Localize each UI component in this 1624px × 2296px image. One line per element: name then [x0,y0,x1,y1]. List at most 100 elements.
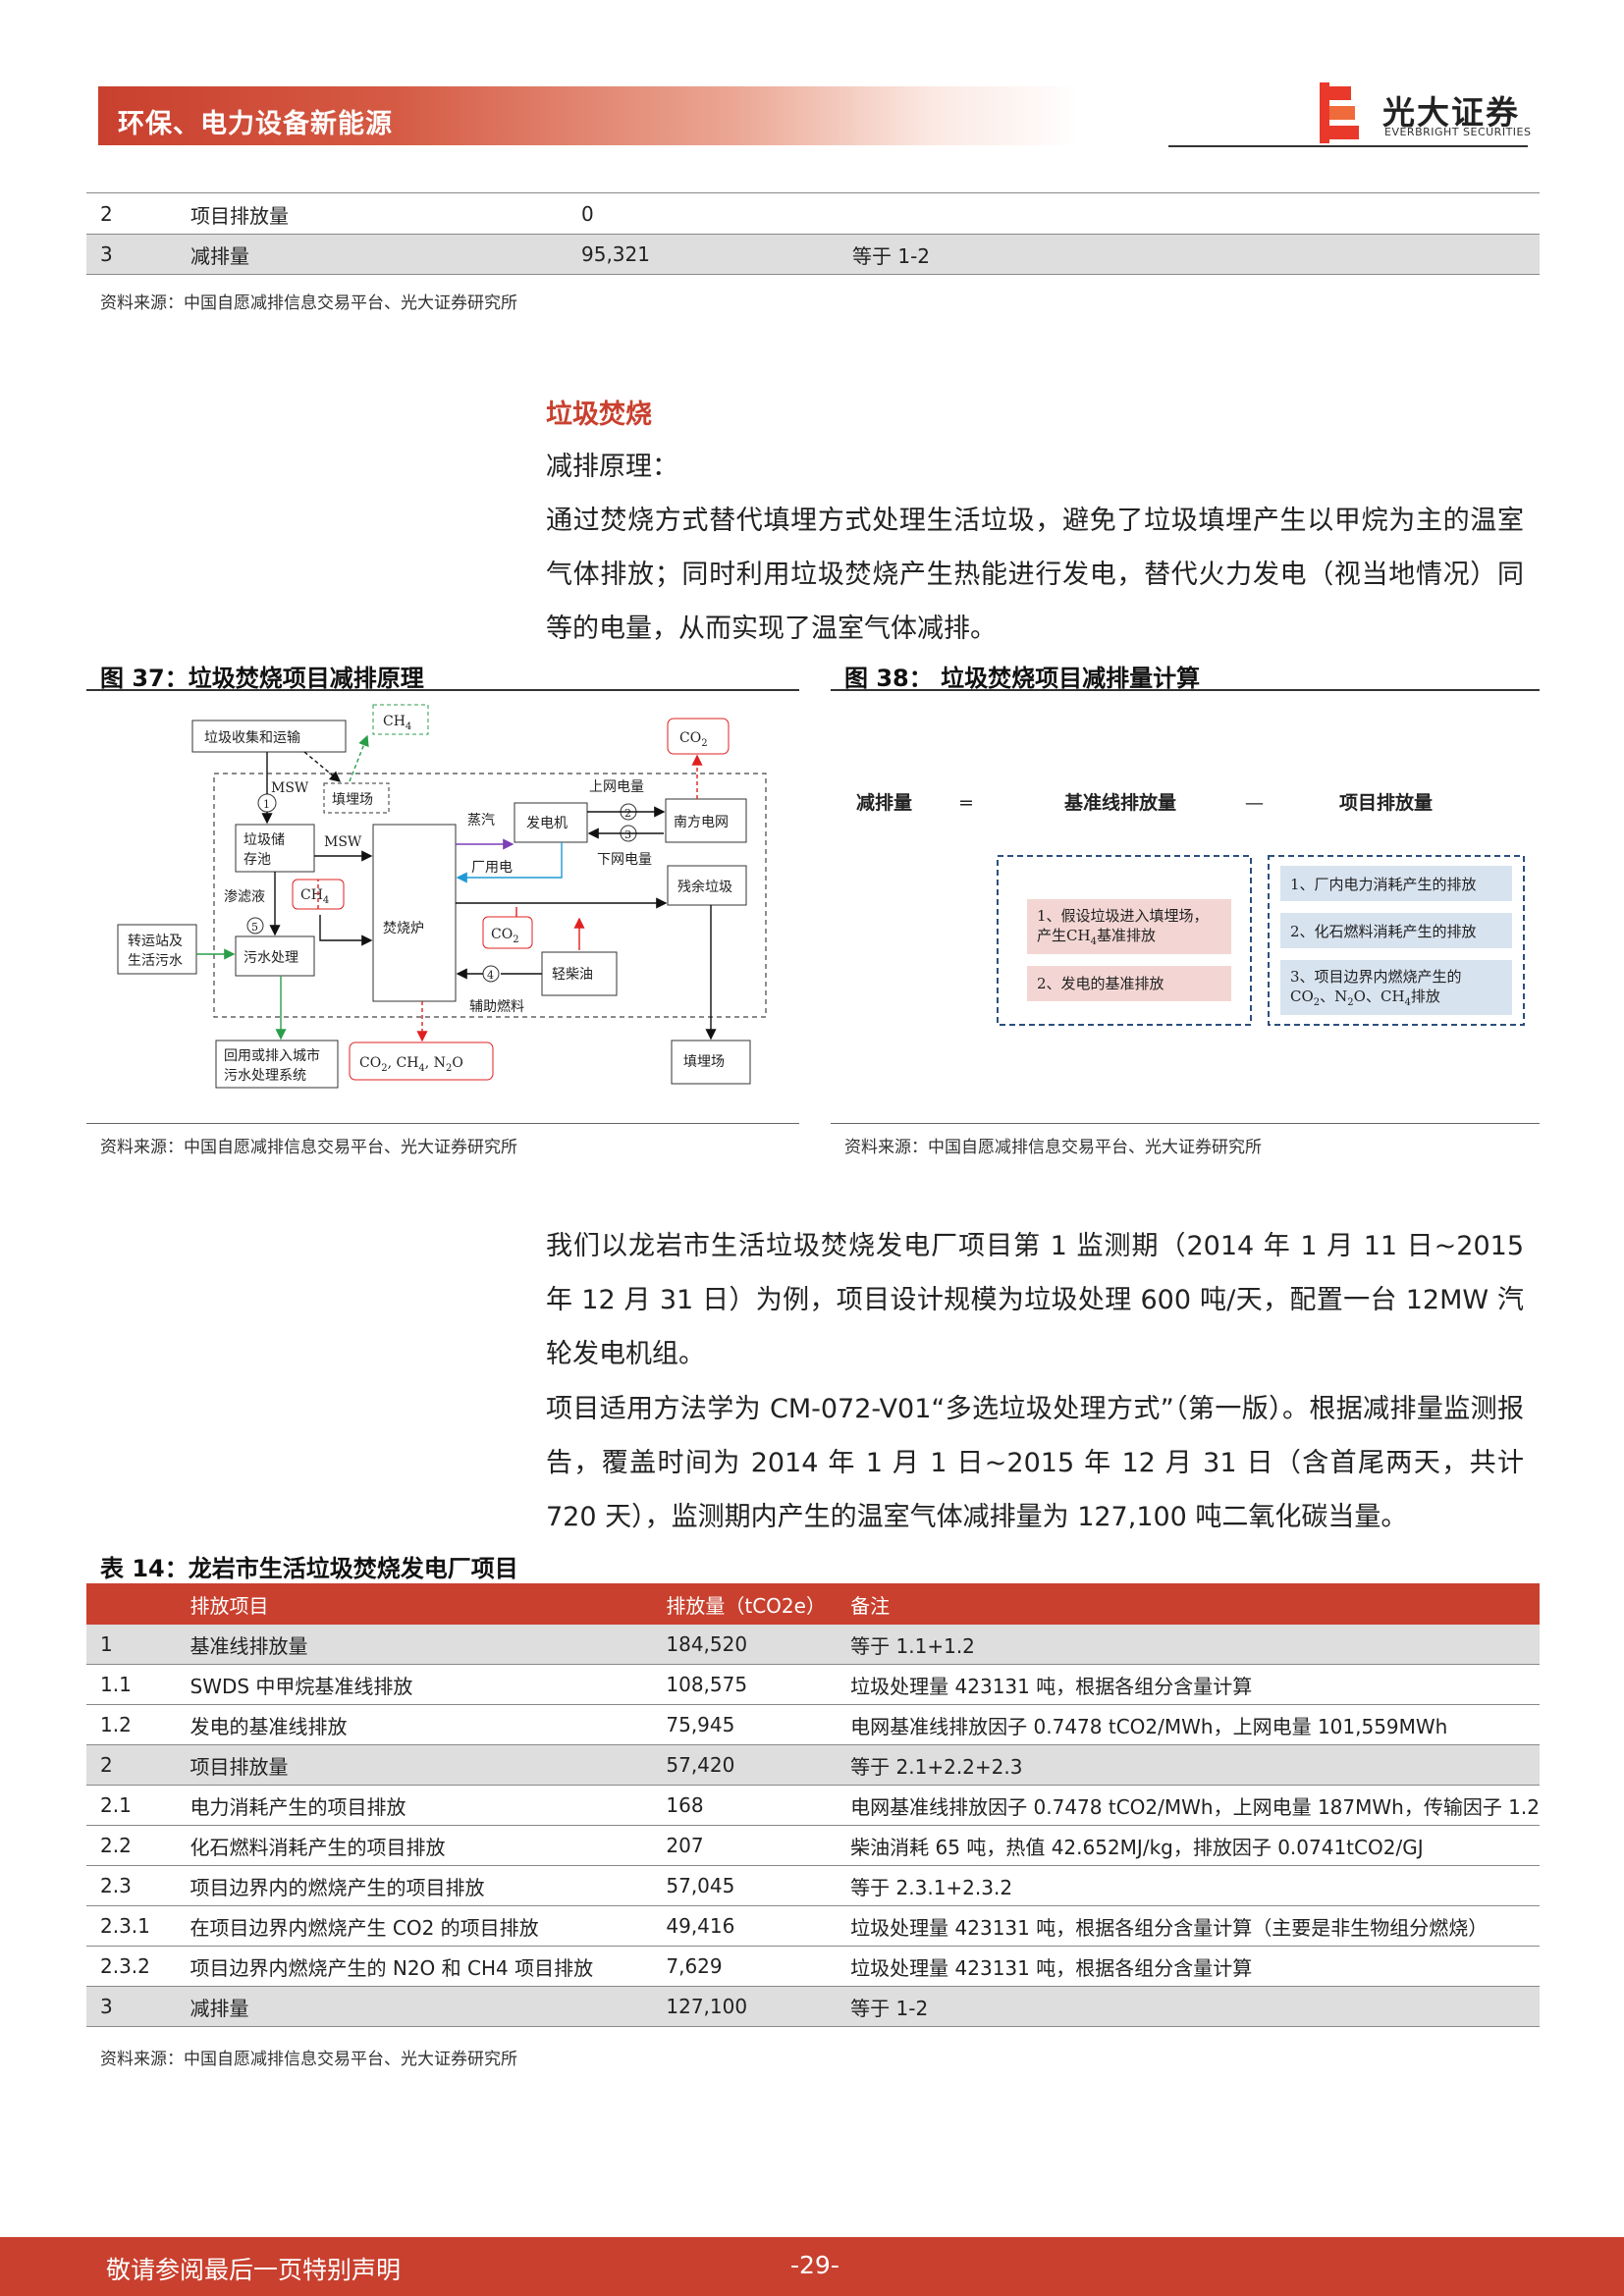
baseline-item-1 [1027,899,1231,954]
everbright-logo-icon [1320,82,1359,143]
row-no: 2 [86,194,177,235]
baseline-item-2 [1027,966,1231,1001]
row-no: 2.3.2 [86,1946,177,1987]
fig37-diagram: 垃圾收集和运输 CH4 CO2 MSW 填埋场 1 垃圾储 存池 MSW 焚烧炉… [117,704,767,1089]
msw-label-2: MSW [324,834,362,850]
ch4-top-box [372,704,429,735]
header-note: 备注 [837,1583,1540,1625]
fig38-bottom-rule [831,1123,1540,1124]
eq-right: 项目排放量 [1339,791,1433,814]
station-box [117,924,197,975]
row-item: 项目排放量 [177,194,568,235]
svg-text:CH4: CH4 [383,714,411,732]
row-note: 垃圾处理量 423131 吨，根据各组分含量计算 [837,1664,1540,1705]
row-note: 电网基准线排放因子 0.7478 tCO2/MWh，上网电量 101,559MW… [837,1704,1540,1745]
header-band [98,86,1080,145]
paragraph-methodology: 项目适用方法学为 CM-072-V01“多选垃圾处理方式”（第一版）。根据减排量… [546,1394,1524,1532]
grid-box [665,798,747,843]
table-row: 2 项目排放量 0 [86,194,1540,235]
row-value: 57,045 [652,1865,838,1906]
emis-c: , N [425,1055,446,1071]
row-item: 基准线排放量 [176,1625,653,1665]
logo-text-cn: 光大证券 [1382,93,1520,132]
row-value: 127,100 [652,1986,838,2027]
fig37-source: 资料来源：中国自愿减排信息交易平台、光大证券研究所 [100,1138,517,1157]
project-text-3a: 3、项目边界内燃烧产生的 [1290,968,1462,986]
baseline-text-1c: 基准排放 [1097,927,1156,944]
step-5: 5 [251,921,258,934]
ch4-mid-sub: 4 [323,895,329,906]
steam-label: 蒸汽 [467,813,495,828]
row-item: 发电的基准线排放 [176,1704,653,1745]
station-label-2: 生活污水 [128,953,183,969]
row-no: 2.3.1 [86,1905,177,1947]
baseline-text-1a: 1、假设垃圾进入填埋场， [1037,907,1209,925]
row-value: 0 [568,194,839,235]
eq-left: 减排量 [856,791,912,814]
row-item: 项目边界内的燃烧产生的项目排放 [176,1865,653,1906]
sewage-box [235,935,315,977]
row-note: 等于 1.1+1.2 [837,1625,1540,1665]
emis-a: CO [359,1055,381,1071]
emis-b: , CH [388,1055,419,1071]
section-title: 垃圾焚烧 [546,400,652,430]
row-no: 2.2 [86,1825,177,1866]
baseline-text-2: 2、发电的基准排放 [1037,975,1164,992]
row-no: 1.2 [86,1704,177,1745]
project-item-2 [1280,913,1512,948]
footer-disclaimer: 敬请参阅最后一页特别声明 [106,2256,402,2284]
svg-text:CO2: CO2 [679,730,708,749]
row-no: 3 [86,234,177,275]
step-3: 3 [624,828,631,841]
emis-d: O [452,1055,462,1071]
project-item-1 [1280,866,1512,901]
furnace-box [372,824,457,1002]
top-table: 2 项目排放量 0 3 减排量 95,321 等于 1-2 [86,194,1540,275]
row-note: 等于 2.3.1+2.3.2 [837,1865,1540,1906]
collect-label: 垃圾收集和运输 [204,729,300,746]
paragraph-example: 我们以龙岩市生活垃圾焚烧发电厂项目第 1 监测期（2014 年 1 月 11 日… [546,1231,1524,1369]
aux-fuel-label: 辅助燃料 [469,998,524,1015]
svg-text:CH4: CH4 [300,887,329,906]
row-item: 在项目边界内燃烧产生 CO2 的项目排放 [176,1905,653,1947]
footer-band [0,2237,1624,2296]
row-no: 3 [86,1986,177,2027]
row-item: 化石燃料消耗产生的项目排放 [176,1825,653,1866]
msw-label-1: MSW [271,780,309,796]
grid-label: 南方电网 [674,815,729,830]
row-item: SWDS 中甲烷基准线排放 [176,1664,653,1705]
fig38-diagram: 减排量 = 基准线排放量 — 项目排放量 1、假设垃圾进入填埋场， 产生CH4基… [856,791,1525,1026]
row-value: 207 [652,1825,838,1866]
co2-mid-box [482,916,533,949]
top-table-rule [86,192,1540,193]
residue-box [667,865,747,906]
table14-header: 排放项目 排放量（tCO2e） 备注 [86,1583,1540,1625]
row-no: 2 [86,1744,177,1786]
residue-label: 残余垃圾 [677,879,732,895]
row-value: 168 [652,1785,838,1826]
row-value: 7,629 [652,1946,838,1987]
eq-sign-2: — [1245,792,1264,814]
row-item: 项目排放量 [176,1744,653,1786]
row-item: 减排量 [176,1986,653,2027]
row-no: 1 [86,1625,177,1665]
storage-label-2: 存池 [244,852,271,868]
generator-box [514,802,588,843]
baseline-text-1b: 产生CH [1037,927,1091,944]
row-value: 108,575 [652,1664,838,1705]
section-paragraph: 通过焚烧方式替代填埋方式处理生活垃圾，避免了垃圾填埋产生以甲烷为主的温室气体排放… [546,506,1524,644]
collect-box [191,720,347,753]
row-note: 等于 1-2 [837,1986,1540,2027]
step-2: 2 [624,807,631,820]
table14-title: 表 14：龙岩市生活垃圾焚烧发电厂项目 [100,1555,518,1582]
diesel-label: 轻柴油 [552,967,593,983]
landfill-small-label: 填埋场 [332,792,373,808]
project-text-2: 2、化石燃料消耗产生的排放 [1290,923,1477,940]
